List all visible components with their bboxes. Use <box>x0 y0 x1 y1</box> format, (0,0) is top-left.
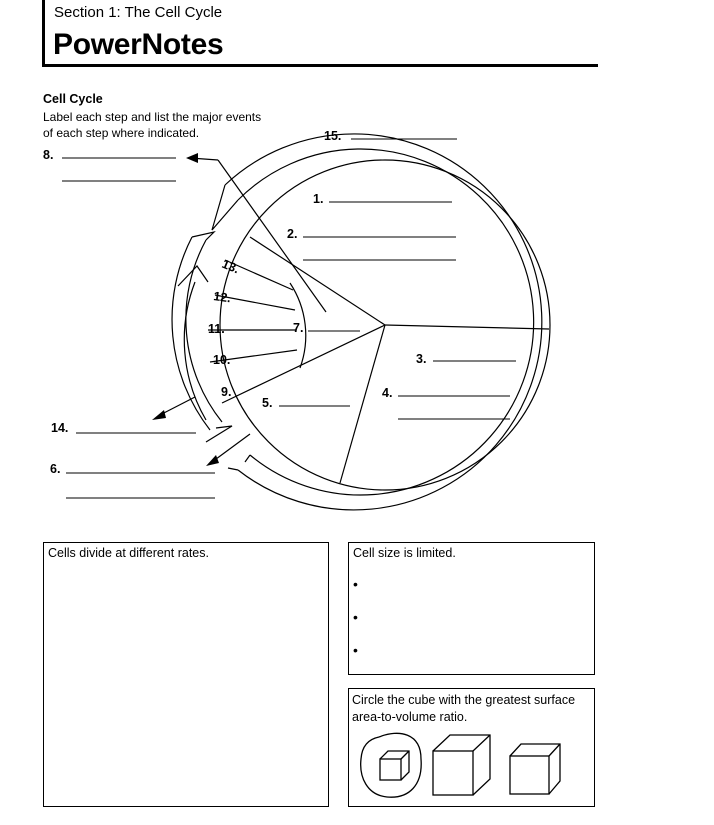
label-7: 7. <box>293 321 303 335</box>
outer-band-arrowhead <box>212 185 238 230</box>
rates-box-title: Cells divide at different rates. <box>48 545 209 561</box>
label-1: 1. <box>313 192 323 206</box>
cytokinesis-band-outer <box>172 237 210 430</box>
medium-cube <box>510 744 560 794</box>
label-10: 10. <box>213 353 230 367</box>
label-11: 11. <box>208 322 225 336</box>
arrow-6-line <box>212 434 250 462</box>
size-bullet-3: • <box>353 642 358 658</box>
cube-box: Circle the cube with the greatest surfac… <box>348 688 595 807</box>
size-bullet-2: • <box>353 609 358 625</box>
label-15: 15. <box>324 129 341 143</box>
arrow-14-head <box>152 410 166 420</box>
cytokinesis-arrowhead-top <box>192 232 214 240</box>
divider-line-bottom <box>340 325 385 483</box>
cell-cycle-diagram: 8. 15. 1. 2. 3. 4. 5. 6. 7. 9. 10. 11. 1… <box>0 0 714 540</box>
selection-circle <box>361 733 421 797</box>
label-14: 14. <box>51 421 68 435</box>
divider-line-top <box>250 237 385 325</box>
small-arrowhead-9 <box>206 426 232 442</box>
size-box: Cell size is limited. • • • <box>348 542 595 675</box>
divider-line-right <box>385 325 549 329</box>
label-6: 6. <box>50 462 60 476</box>
size-bullet-1: • <box>353 576 358 592</box>
small-cube <box>380 751 409 780</box>
label-9: 9. <box>221 385 231 399</box>
divider-line-lower <box>222 325 385 403</box>
arrow-6-head <box>206 455 219 466</box>
label-8: 8. <box>43 148 53 162</box>
large-cube <box>433 735 490 795</box>
outer-band-inner-edge <box>238 149 534 495</box>
rates-box: Cells divide at different rates. <box>43 542 329 807</box>
outer-band-outer-edge <box>225 134 542 510</box>
arrow-8-line <box>218 160 326 312</box>
label-13: 13. <box>220 257 241 276</box>
arrow-8-head <box>186 153 198 163</box>
size-box-title: Cell size is limited. <box>353 545 456 561</box>
cubes-figure <box>349 689 594 806</box>
label-12: 12. <box>213 289 232 305</box>
outer-band-tail <box>228 455 250 470</box>
answer-lines <box>62 139 516 498</box>
label-5: 5. <box>262 396 272 410</box>
inner-small-band <box>184 282 206 420</box>
label-2: 2. <box>287 227 297 241</box>
label-4: 4. <box>382 386 392 400</box>
label-3: 3. <box>416 352 426 366</box>
